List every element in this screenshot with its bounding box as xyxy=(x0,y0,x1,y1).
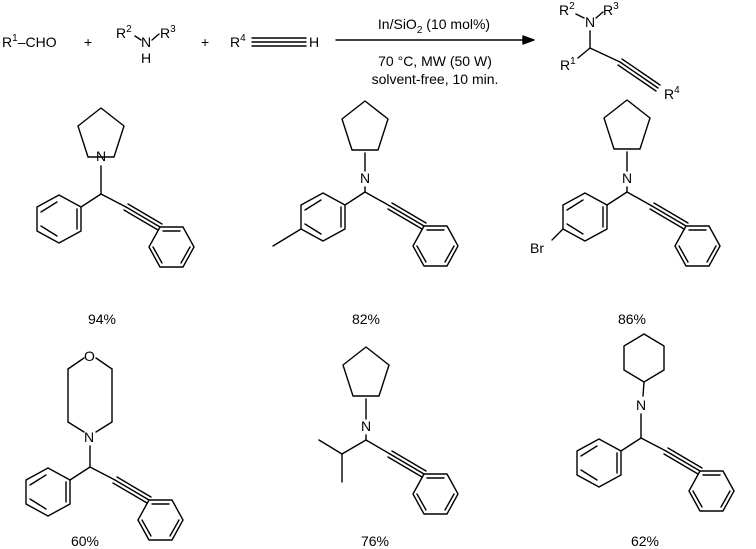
svg-text:In/SiO2 (10 mol%): In/SiO2 (10 mol%) xyxy=(378,16,490,36)
reagent-aldehyde: R1–CHO xyxy=(2,33,57,50)
tolyl-ring xyxy=(300,192,346,242)
svg-text:R2: R2 xyxy=(559,1,575,18)
pyrrolidine-ring xyxy=(341,100,389,151)
piperidine-ring xyxy=(623,333,665,383)
svg-text:R2: R2 xyxy=(116,24,132,41)
compound-1: N 94% xyxy=(36,107,195,327)
phenyl-ring xyxy=(412,225,459,267)
svg-text:94%: 94% xyxy=(88,311,116,327)
svg-text:N: N xyxy=(360,170,370,186)
pyrrolidine-ring xyxy=(342,346,390,397)
phenyl-ring xyxy=(576,438,622,488)
product-general: R2 N R3 R1 R4 xyxy=(559,1,680,102)
svg-text:N: N xyxy=(636,397,646,413)
phenyl-ring xyxy=(137,499,184,541)
svg-text:solvent-free, 10 min.: solvent-free, 10 min. xyxy=(372,71,499,87)
svg-text:R1: R1 xyxy=(560,56,576,73)
svg-text:76%: 76% xyxy=(361,533,389,549)
svg-text:70 °C, MW (50 W): 70 °C, MW (50 W) xyxy=(378,53,492,69)
svg-text:H: H xyxy=(309,34,319,50)
svg-text:86%: 86% xyxy=(618,311,646,327)
svg-text:R3: R3 xyxy=(160,24,176,41)
bromophenyl-ring xyxy=(562,192,608,242)
svg-text:82%: 82% xyxy=(352,311,380,327)
phenyl-ring xyxy=(25,467,71,517)
compound-4: O N 60% xyxy=(25,348,184,549)
compound-3: N Br 86% xyxy=(530,99,721,327)
plus-sign-1: + xyxy=(84,34,92,50)
svg-text:N: N xyxy=(141,34,151,50)
compound-5: N 76% xyxy=(318,346,459,549)
svg-text:N: N xyxy=(622,170,632,186)
svg-text:Br: Br xyxy=(530,240,544,256)
compound-2: N 82% xyxy=(272,100,459,327)
phenyl-ring xyxy=(412,473,459,515)
svg-text:R4: R4 xyxy=(230,33,246,50)
svg-text:62%: 62% xyxy=(631,533,659,549)
reaction-conditions: In/SiO2 (10 mol%) 70 °C, MW (50 W) solve… xyxy=(372,16,499,87)
svg-text:O: O xyxy=(84,348,95,364)
phenyl-ring xyxy=(674,225,721,267)
svg-text:60%: 60% xyxy=(71,533,99,549)
reaction-arrow xyxy=(335,35,535,45)
pyrrolidine-ring xyxy=(77,107,125,158)
phenyl-ring xyxy=(148,226,195,268)
reagent-amine: R2 N H R3 xyxy=(116,24,176,66)
phenyl-ring xyxy=(36,194,82,244)
compound-6: N 62% xyxy=(576,333,735,549)
pyrrolidine-ring xyxy=(603,99,651,150)
phenyl-ring xyxy=(688,470,735,512)
svg-text:H: H xyxy=(141,50,151,66)
svg-text:R4: R4 xyxy=(664,85,680,102)
plus-sign-2: + xyxy=(201,34,209,50)
svg-text:N: N xyxy=(361,418,371,434)
svg-text:N: N xyxy=(585,14,595,30)
svg-text:R3: R3 xyxy=(603,1,619,18)
reagent-alkyne: R4 H xyxy=(230,33,319,50)
svg-text:R1–CHO: R1–CHO xyxy=(2,33,57,50)
svg-text:N: N xyxy=(96,148,106,164)
svg-text:N: N xyxy=(84,429,94,445)
